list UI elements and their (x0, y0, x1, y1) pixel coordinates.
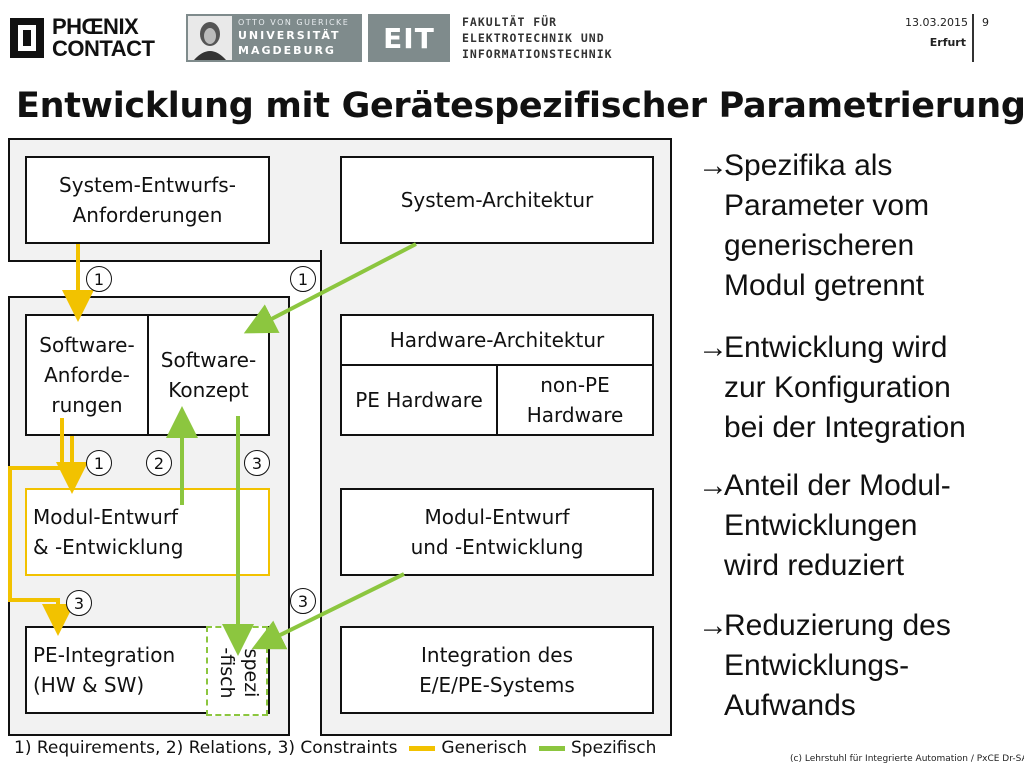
ovgu-line1: OTTO VON GUERICKE (238, 18, 350, 27)
copyright-credit: (c) Lehrstuhl für Integrierte Automation… (790, 754, 1024, 764)
diagram-legend: 1) Requirements, 2) Relations, 3) Constr… (14, 738, 656, 758)
mod-left-line1: Modul-Entwurf (33, 505, 179, 529)
mod-right-line1: Modul-Entwurf (424, 505, 570, 529)
slide-date: 13.03.2015 (905, 16, 968, 29)
sys-arch-label: System-Architektur (400, 188, 594, 212)
bullet-3: → Anteil der Modul- Entwicklungen wird r… (698, 466, 1018, 586)
sw-req-line1: Software- (39, 333, 135, 357)
system-requirements-box: System-Entwurfs- Anforderungen (25, 156, 270, 244)
arrow-swreq-to-integration (8, 418, 74, 636)
marker-1-right: 1 (290, 266, 316, 292)
eit-logo: EIT (368, 14, 450, 62)
non-pe-line2: Hardware (526, 403, 624, 427)
bullet-text: Spezifika als Parameter vom generischere… (724, 149, 930, 302)
phoenix-line2: CONTACT (52, 36, 155, 61)
sw-concept-line1: Software- (160, 348, 257, 372)
sys-req-line2: Anforderungen (72, 203, 223, 227)
arrow-right-icon: → (698, 609, 728, 642)
bullet-text: Entwicklung wird zur Konfiguration bei d… (724, 331, 966, 444)
page-number: 9 (982, 16, 989, 29)
hw-arch-label: Hardware-Architektur (389, 328, 605, 352)
marker-3-integration-left: 3 (66, 590, 92, 616)
marker-3-module: 3 (244, 450, 270, 476)
bullet-text: Anteil der Modul- Entwicklungen wird red… (724, 469, 951, 582)
faculty-line2: ELEKTROTECHNIK UND (462, 31, 605, 45)
slide-place: Erfurt (929, 36, 966, 49)
mod-right-line2: und -Entwicklung (410, 535, 584, 559)
ovgu-line3: MAGDEBURG (238, 44, 336, 57)
marker-1-left: 1 (86, 266, 112, 292)
non-pe-hardware-box: non-PE Hardware (496, 364, 654, 436)
sw-req-line2: Anforde- (44, 363, 130, 387)
phoenix-mark-icon (10, 18, 44, 58)
marker-3-integration-right: 3 (290, 588, 316, 614)
int-right-line2: E/E/PE-Systems (419, 673, 575, 697)
arrow-right-icon: → (698, 469, 728, 502)
marker-1-module: 1 (86, 450, 112, 476)
bullet-1: → Spezifika als Parameter vom generische… (698, 146, 1018, 306)
legend-specific-label: Spezifisch (570, 738, 657, 758)
phoenix-line1: PHŒNIX (52, 14, 139, 39)
module-development-right-box: Modul-Entwurf und -Entwicklung (340, 488, 654, 576)
faculty-line1: FAKULTÄT FÜR (462, 15, 558, 29)
software-requirements-box: Software- Anforde-rungen (25, 314, 149, 436)
legend-specific-swatch (538, 745, 565, 751)
pe-hardware-box: PE Hardware (340, 364, 498, 436)
non-pe-line1: non-PE (540, 373, 610, 397)
faculty-name: FAKULTÄT FÜR ELEKTROTECHNIK UND INFORMAT… (462, 14, 613, 62)
arrow-right-icon: → (698, 149, 728, 182)
flow-arrows (8, 242, 417, 656)
pe-hw-label: PE Hardware (355, 388, 483, 412)
sw-concept-line2: Konzept (168, 378, 249, 402)
arrow-sysarch-to-swconcept (243, 242, 417, 334)
bullet-4: → Reduzierung des Entwicklungs- Aufwands (698, 606, 1018, 726)
sys-req-line1: System-Entwurfs- (59, 173, 236, 197)
pe-int-line1: PE-Integration (33, 643, 176, 667)
bullet-text: Reduzierung des Entwicklungs- Aufwands (724, 609, 951, 722)
legend-text: 1) Requirements, 2) Relations, 3) Constr… (14, 738, 398, 758)
int-right-line1: Integration des (421, 643, 573, 667)
slide-title: Entwicklung mit Gerätespezifischer Param… (16, 86, 1024, 126)
bullet-2: → Entwicklung wird zur Konfiguration bei… (698, 328, 1018, 448)
faculty-line3: INFORMATIONSTECHNIK (462, 47, 613, 61)
marker-2-module: 2 (146, 450, 172, 476)
arrow-hwmodule-to-specific (251, 572, 405, 650)
phoenix-contact-logo: PHŒNIX CONTACT (10, 14, 175, 62)
ovgu-logo: OTTO VON GUERICKE UNIVERSITÄT MAGDEBURG (186, 14, 362, 62)
sw-req-line3: rungen (51, 393, 123, 417)
header-divider (972, 14, 974, 62)
pe-int-line2: (HW & SW) (33, 673, 145, 697)
arrow-right-icon: → (698, 331, 728, 364)
legend-generic-swatch (409, 745, 436, 751)
mod-left-line2: & -Entwicklung (33, 535, 184, 559)
module-development-left-box: Modul-Entwurf & -Entwicklung (25, 488, 270, 576)
legend-generic-label: Generisch (441, 738, 527, 758)
system-architecture-box: System-Architektur (340, 156, 654, 244)
portrait-icon (188, 16, 232, 60)
ovgu-line2: UNIVERSITÄT (238, 29, 341, 42)
